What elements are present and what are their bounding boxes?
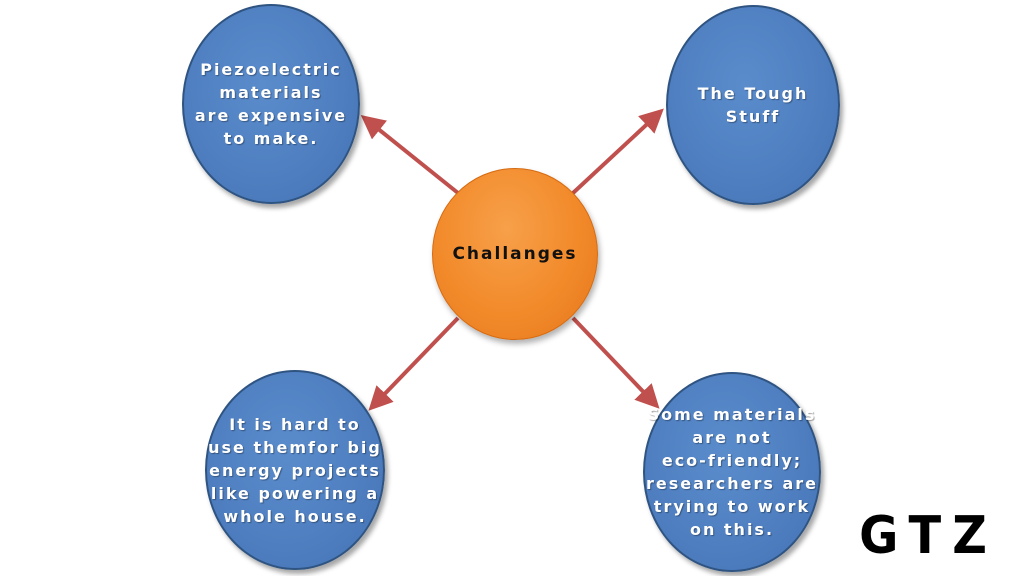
arrow-to-bottom-right bbox=[571, 316, 660, 409]
node-label: The Tough Stuff bbox=[697, 84, 809, 126]
arrow-to-top-left bbox=[360, 114, 460, 195]
node-expensive-materials: Piezoelectric materials are expensive to… bbox=[182, 4, 360, 204]
arrow-to-top-right bbox=[571, 108, 664, 195]
node-label: Piezoelectric materials are expensive to… bbox=[194, 60, 348, 148]
node-label: It is hard to use themfor big energy pro… bbox=[208, 414, 382, 526]
node-label: Some materials are not eco-friendly; res… bbox=[645, 405, 819, 539]
gtz-watermark: GTZ bbox=[859, 506, 998, 566]
node-tough-stuff: The Tough Stuff bbox=[666, 5, 840, 205]
center-node-label: Challanges bbox=[452, 243, 578, 264]
node-big-energy-projects: It is hard to use themfor big energy pro… bbox=[205, 370, 385, 570]
arrow-to-bottom-left bbox=[368, 316, 460, 411]
node-eco-friendly: Some materials are not eco-friendly; res… bbox=[643, 372, 821, 572]
center-node-challenges: Challanges bbox=[432, 168, 598, 340]
